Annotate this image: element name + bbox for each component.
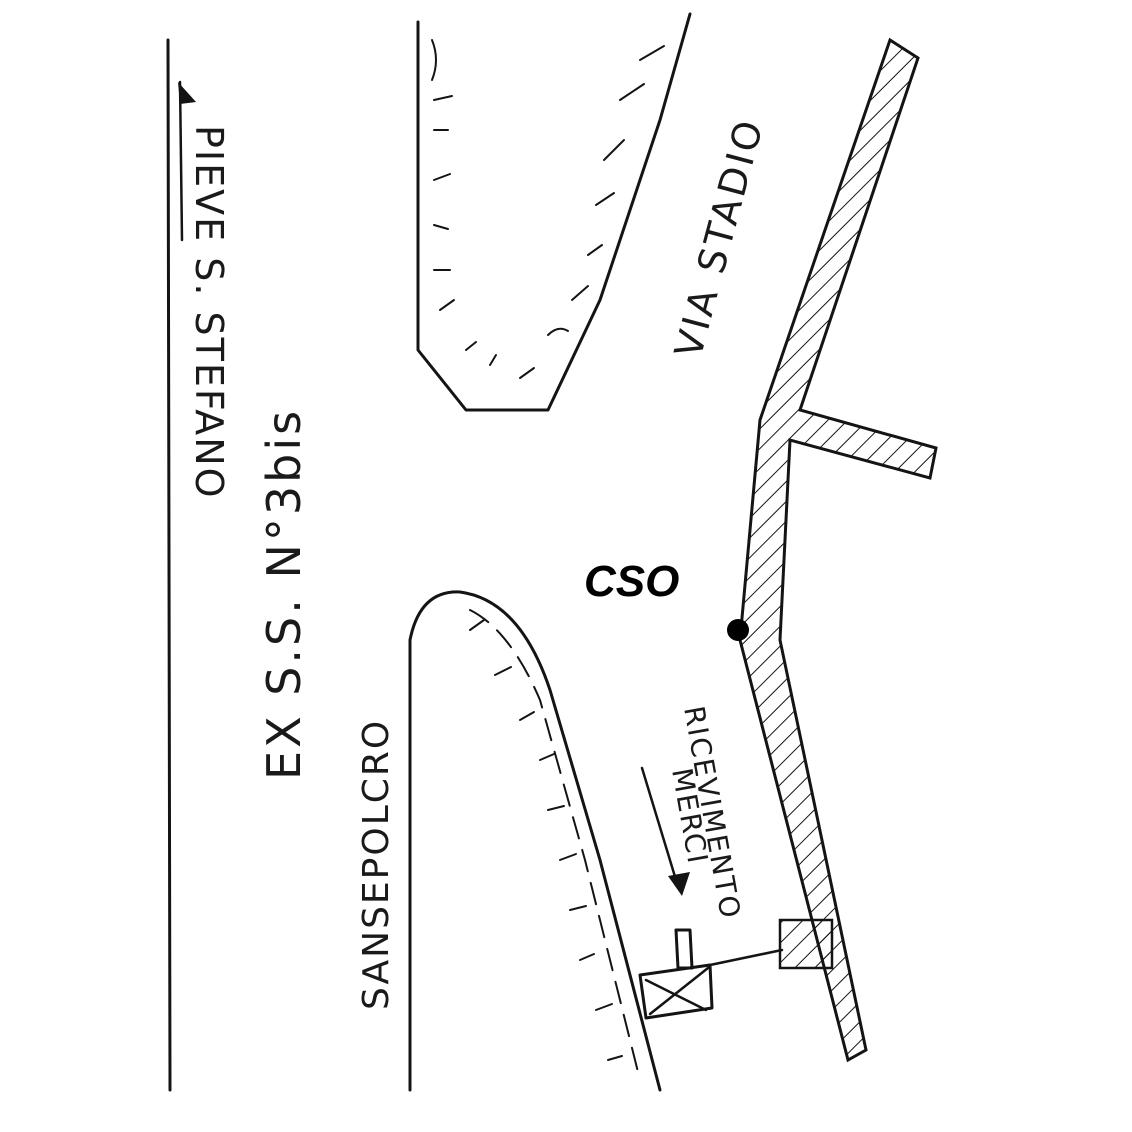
label-sansepolcro: SANSEPOLCRO [356, 719, 397, 1010]
label-ex-ss-3bis: EX S.S. N°3bis [257, 408, 311, 780]
label-via-stadio: VIA STADIO [666, 113, 772, 362]
location-dot-icon [727, 619, 749, 641]
arrow-icon [178, 82, 196, 104]
gate-icon [638, 928, 784, 1020]
label-cso: CSO [584, 557, 679, 606]
embankment-top [416, 12, 692, 412]
main-road-line [166, 38, 196, 1092]
embankment-bottom [408, 590, 662, 1092]
building-wall [738, 37, 938, 1063]
label-pieve-s-stefano: PIEVE S. STEFANO [187, 125, 231, 500]
arrow-icon [668, 872, 690, 896]
ricevimento-arrow [640, 766, 690, 896]
